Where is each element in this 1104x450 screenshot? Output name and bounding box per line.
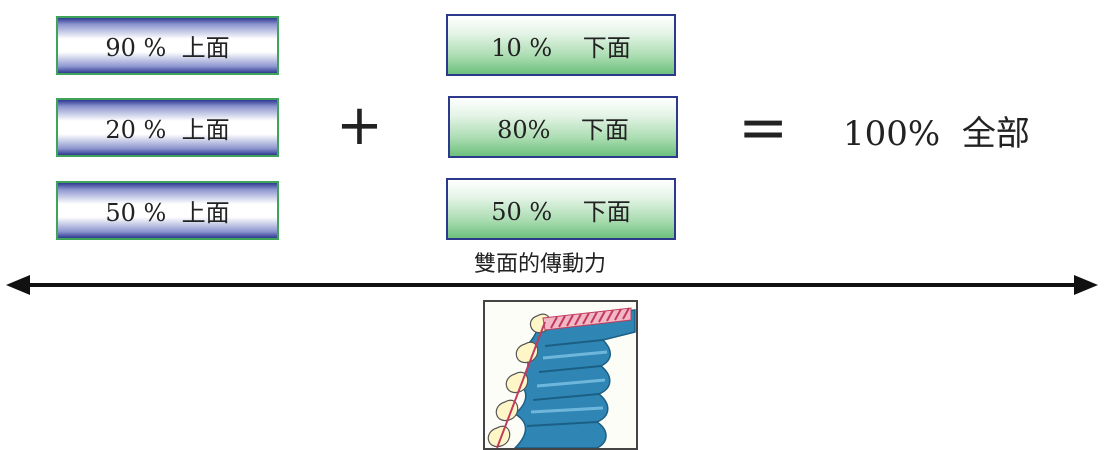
bottom-surface-label-3: 50 % 下面 [491, 197, 631, 226]
double-headed-arrow-icon [6, 275, 1098, 295]
top-surface-box-2: 20 % 上面 [56, 98, 279, 157]
result-label: 100% 全部 [843, 114, 1030, 154]
timing-belt-icon [487, 307, 636, 448]
top-surface-label-3: 50 % 上面 [105, 199, 230, 227]
bottom-surface-box-1: 10 % 下面 [446, 14, 676, 76]
bottom-surface-box-3: 50 % 下面 [446, 178, 676, 240]
belt-illustration [483, 300, 638, 450]
top-surface-box-3: 50 % 上面 [56, 181, 279, 240]
bottom-surface-label-1: 10 % 下面 [491, 33, 631, 62]
equals-operator: = [738, 93, 789, 163]
bottom-surface-label-2: 80% 下面 [497, 115, 629, 144]
top-surface-label-1: 90 % 上面 [105, 34, 230, 62]
bottom-surface-box-2: 80% 下面 [448, 96, 678, 158]
top-surface-label-2: 20 % 上面 [105, 116, 230, 144]
top-surface-box-1: 90 % 上面 [56, 16, 279, 75]
plus-operator: + [336, 93, 383, 158]
diagram-caption: 雙面的傳動力 [474, 252, 607, 277]
